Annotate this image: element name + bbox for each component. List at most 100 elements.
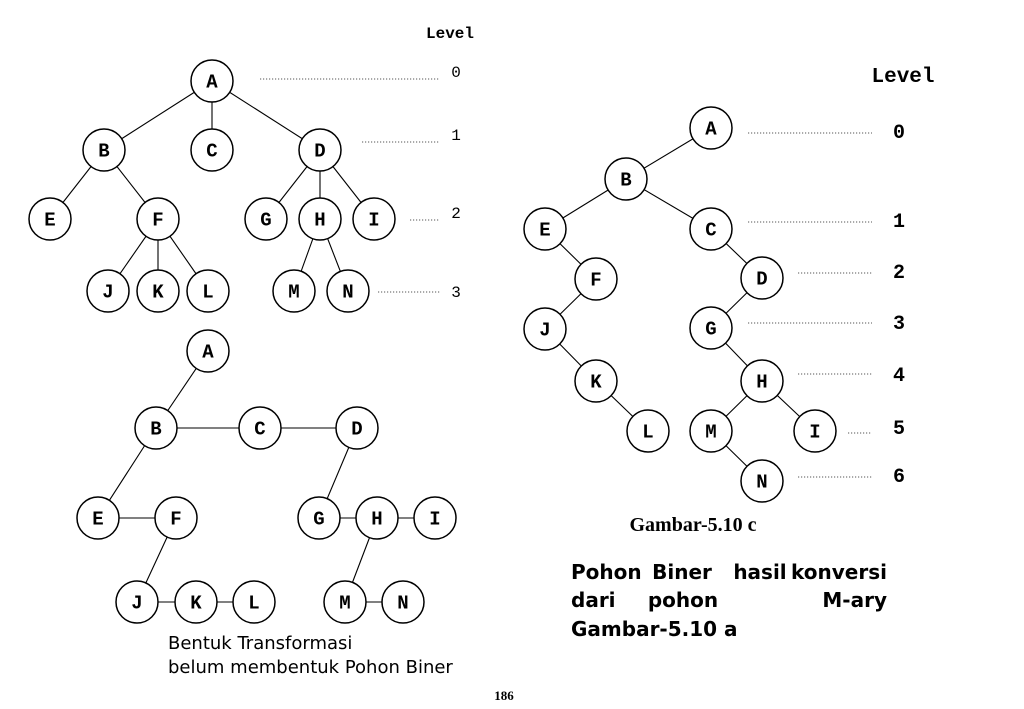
transformation-tree-edges (97, 350, 435, 603)
node-label: C (705, 220, 716, 242)
node-label: K (190, 593, 202, 615)
description-word: M-ary (822, 588, 887, 612)
node-k: K (174, 580, 218, 624)
node-j: J (523, 307, 567, 351)
mary-tree-edges (49, 80, 375, 292)
node-circle (115, 580, 159, 624)
node-e: E (76, 496, 120, 540)
node-label: N (756, 472, 767, 494)
node-label: D (756, 269, 767, 291)
node-circle (134, 406, 178, 450)
figure-label: Gambar-5.10 c (629, 514, 756, 536)
node-m: M (323, 580, 367, 624)
node-circle (689, 207, 733, 251)
node-c: C (190, 128, 234, 172)
node-b: B (82, 128, 126, 172)
node-label: B (98, 141, 109, 163)
node-c: C (238, 406, 282, 450)
node-label: B (620, 170, 631, 192)
node-circle (413, 496, 457, 540)
node-i: I (793, 409, 837, 453)
node-label: E (92, 509, 103, 531)
mary-tree-level-number: 2 (451, 205, 461, 223)
node-circle (86, 269, 130, 313)
node-label: A (705, 119, 717, 141)
node-m: M (272, 269, 316, 313)
node-n: N (381, 580, 425, 624)
mary-tree-level-number: 1 (451, 127, 461, 145)
mary-tree-level-number: 3 (451, 284, 461, 302)
node-circle (335, 406, 379, 450)
node-label: L (248, 593, 259, 615)
page-number: 186 (494, 688, 514, 703)
node-circle (82, 128, 126, 172)
node-circle (689, 409, 733, 453)
node-label: G (260, 210, 271, 232)
node-circle (174, 580, 218, 624)
node-label: M (339, 593, 350, 615)
node-circle (298, 197, 342, 241)
node-circle (297, 496, 341, 540)
node-i: I (352, 197, 396, 241)
node-circle (626, 409, 670, 453)
mary-tree-level-number: 0 (451, 64, 461, 82)
node-label: I (429, 509, 440, 531)
node-label: K (590, 372, 602, 394)
description-word: hasil (733, 560, 786, 584)
node-label: H (756, 372, 767, 394)
node-b: B (604, 157, 648, 201)
node-label: A (206, 72, 218, 94)
node-label: I (809, 422, 820, 444)
node-label: J (131, 593, 142, 615)
node-label: M (705, 422, 716, 444)
node-label: N (397, 593, 408, 615)
node-label: D (314, 141, 325, 163)
node-g: G (244, 197, 288, 241)
node-circle (355, 496, 399, 540)
node-label: F (152, 210, 163, 232)
node-label: G (313, 509, 324, 531)
node-circle (574, 257, 618, 301)
node-e: E (28, 197, 72, 241)
binary-tree-level-number: 2 (893, 262, 905, 285)
node-circle (689, 306, 733, 350)
node-label: E (44, 210, 55, 232)
node-circle (523, 207, 567, 251)
node-l: L (626, 409, 670, 453)
node-label: E (539, 220, 550, 242)
node-label: A (202, 342, 214, 364)
node-circle (190, 128, 234, 172)
node-circle (238, 406, 282, 450)
description-line-3: Gambar-5.10 a (571, 617, 738, 641)
node-l: L (186, 269, 230, 313)
node-circle (244, 197, 288, 241)
binary-tree-level-number: 3 (893, 313, 905, 336)
node-f: F (136, 197, 180, 241)
node-circle (381, 580, 425, 624)
node-label: J (102, 282, 113, 304)
node-circle (352, 197, 396, 241)
node-label: N (342, 282, 353, 304)
node-d: D (335, 406, 379, 450)
node-label: D (351, 419, 362, 441)
binary-tree-level-number: 0 (893, 122, 905, 145)
binary-tree-level-number: 5 (893, 418, 905, 441)
node-g: G (297, 496, 341, 540)
node-l: L (232, 580, 276, 624)
node-circle (689, 106, 733, 150)
node-g: G (689, 306, 733, 350)
node-circle (604, 157, 648, 201)
node-h: H (298, 197, 342, 241)
node-circle (154, 496, 198, 540)
node-c: C (689, 207, 733, 251)
node-circle (523, 307, 567, 351)
binary-tree-level-heading: Level (871, 66, 934, 89)
node-label: H (314, 210, 325, 232)
node-circle (574, 359, 618, 403)
node-label: K (152, 282, 164, 304)
node-k: K (574, 359, 618, 403)
